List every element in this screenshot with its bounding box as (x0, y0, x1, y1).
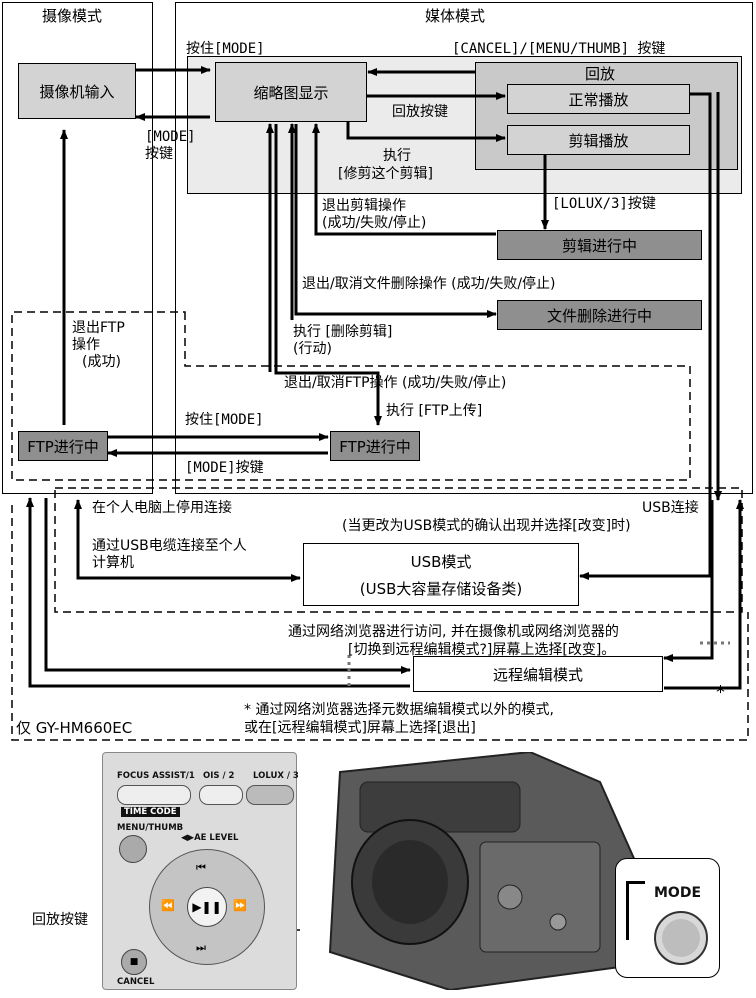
normal-play-box: 正常播放 (507, 84, 690, 114)
exit-edit-line2: (成功/失败/停止) (322, 215, 427, 231)
mode-key-line1: [MODE] (145, 129, 196, 145)
focus-assist-label: FOCUS ASSIST/1 (117, 771, 195, 781)
star-marker: * (716, 682, 725, 703)
control-panel-image: FOCUS ASSIST/1 OIS / 2 LOLUX / 3 TIME CO… (102, 752, 299, 990)
focus-assist-button[interactable] (117, 785, 191, 805)
execute-delete-line1: 执行 [删除剪辑] (293, 324, 393, 340)
remote-edit-mode-box: 远程编辑模式 (413, 656, 663, 692)
usb-cable-line1: 通过USB电缆连接至个人 (92, 538, 247, 554)
skip-end-icon[interactable]: ⏭ (196, 941, 206, 954)
camera-input-box: 摄像机输入 (18, 63, 136, 119)
rewind-start-icon[interactable]: ⏮ (196, 861, 206, 874)
camera-mode-panel (2, 2, 153, 494)
usb-dashed-region (54, 487, 743, 613)
playback-key-callout: 回放按键 (32, 912, 88, 928)
exit-edit-line1: 退出剪辑操作 (322, 198, 406, 214)
mode-callout-box: MODE (615, 858, 720, 978)
mode-button[interactable] (654, 911, 708, 965)
execute-delete-line2: (行动) (293, 341, 332, 357)
exit-ftp-line1: 退出FTP (72, 320, 125, 336)
execute-ftp-upload-label: 执行 [FTP上传] (386, 403, 483, 419)
mode-key-line2: 按键 (145, 146, 173, 162)
usb-mode-subtitle: (USB大容量存储设备类) (359, 579, 523, 598)
thumbnail-display-box: 缩略图显示 (215, 62, 367, 122)
lolux-key-label: [LOLUX/3]按键 (552, 196, 656, 212)
mode-key-2-label: [MODE]按键 (185, 460, 264, 476)
usb-mode-box: USB模式 (USB大容量存储设备类) (303, 543, 579, 606)
execute-delete-label: 执行 [删除剪辑] (行动) (293, 324, 392, 358)
exit-edit-label: 退出剪辑操作 (成功/失败/停止) (322, 198, 426, 232)
ftp-dashed-region (11, 311, 691, 481)
time-code-label: TIME CODE (121, 807, 180, 817)
pc-disconnect-label: 在个人电脑上停用连接 (92, 500, 232, 516)
hold-mode-label: 按住[MODE] (186, 41, 265, 57)
media-mode-title: 媒体模式 (425, 7, 486, 25)
lolux-button[interactable] (246, 785, 294, 805)
playback-key-label: 回放按键 (392, 104, 448, 120)
browser-note-line2: [切换到远程编辑模式?]屏幕上选择[改变]。 (348, 642, 616, 658)
cancel-button[interactable]: ■ (121, 949, 147, 975)
clip-in-progress-box: 剪辑进行中 (497, 230, 702, 260)
usb-connect-note: (当更改为USB模式的确认出现并选择[改变]时) (342, 518, 631, 534)
file-delete-in-progress-box: 文件删除进行中 (497, 300, 702, 330)
browser-note-line1: 通过网络浏览器进行访问, 并在摄像机或网络浏览器的 (288, 624, 619, 640)
camcorder-drawing (328, 750, 642, 992)
lolux-label: LOLUX / 3 (253, 771, 299, 781)
playback-group-label: 回放 (585, 65, 616, 83)
rewind-icon[interactable]: ⏪ (161, 899, 175, 912)
clip-play-box: 剪辑播放 (507, 125, 690, 155)
usb-mode-title: USB模式 (410, 552, 472, 571)
only-model-label: 仅 GY-HM660EC (16, 719, 133, 737)
execute-label: 执行 (383, 148, 411, 164)
usb-connect-label: USB连接 (642, 500, 699, 516)
trim-clip-label: [修剪这个剪辑] (338, 166, 433, 182)
mode-callout-bracket (626, 881, 645, 940)
exit-ftp-line3: (成功) (82, 354, 121, 370)
ftp-in-progress-left-box: FTP进行中 (18, 431, 108, 461)
menu-thumb-button[interactable] (119, 835, 147, 863)
exit-ftp-cancel-label: 退出/取消FTP操作 (成功/失败/停止) (284, 375, 507, 391)
mode-key-label: [MODE] 按键 (145, 129, 196, 163)
play-pause-button[interactable]: ▶❚❚ (187, 887, 227, 927)
exit-ftp-label: 退出FTP 操作 (成功) (72, 320, 125, 371)
exit-delete-label: 退出/取消文件删除操作 (成功/失败/停止) (302, 276, 556, 292)
usb-cable-label: 通过USB电缆连接至个人 计算机 (92, 538, 247, 572)
ae-level-label: ◀▶AE LEVEL (181, 833, 239, 843)
ois-button[interactable] (199, 785, 243, 805)
remote-dashed-region (11, 505, 749, 741)
cancel-menu-label: [CANCEL]/[MENU/THUMB] 按键 (452, 41, 666, 57)
camera-mode-title: 摄像模式 (42, 7, 103, 25)
media-mode-panel (175, 2, 753, 494)
hold-mode-2-label: 按住[MODE] (185, 412, 264, 428)
fast-forward-icon[interactable]: ⏩ (233, 899, 247, 912)
mode-label: MODE (654, 885, 702, 901)
exit-ftp-line2: 操作 (72, 337, 100, 353)
menu-thumb-label: MENU/THUMB (117, 823, 184, 833)
star-note-line2: 或在[远程编辑模式]屏幕上选择[退出] (244, 720, 476, 736)
ois-label: OIS / 2 (203, 771, 235, 781)
cancel-label: CANCEL (117, 977, 155, 987)
ftp-in-progress-right-box: FTP进行中 (330, 431, 420, 461)
camcorder-image (300, 750, 750, 992)
usb-cable-line2: 计算机 (92, 555, 134, 571)
star-note-line1: * 通过网络浏览器选择元数据编辑模式以外的模式, (244, 702, 554, 718)
